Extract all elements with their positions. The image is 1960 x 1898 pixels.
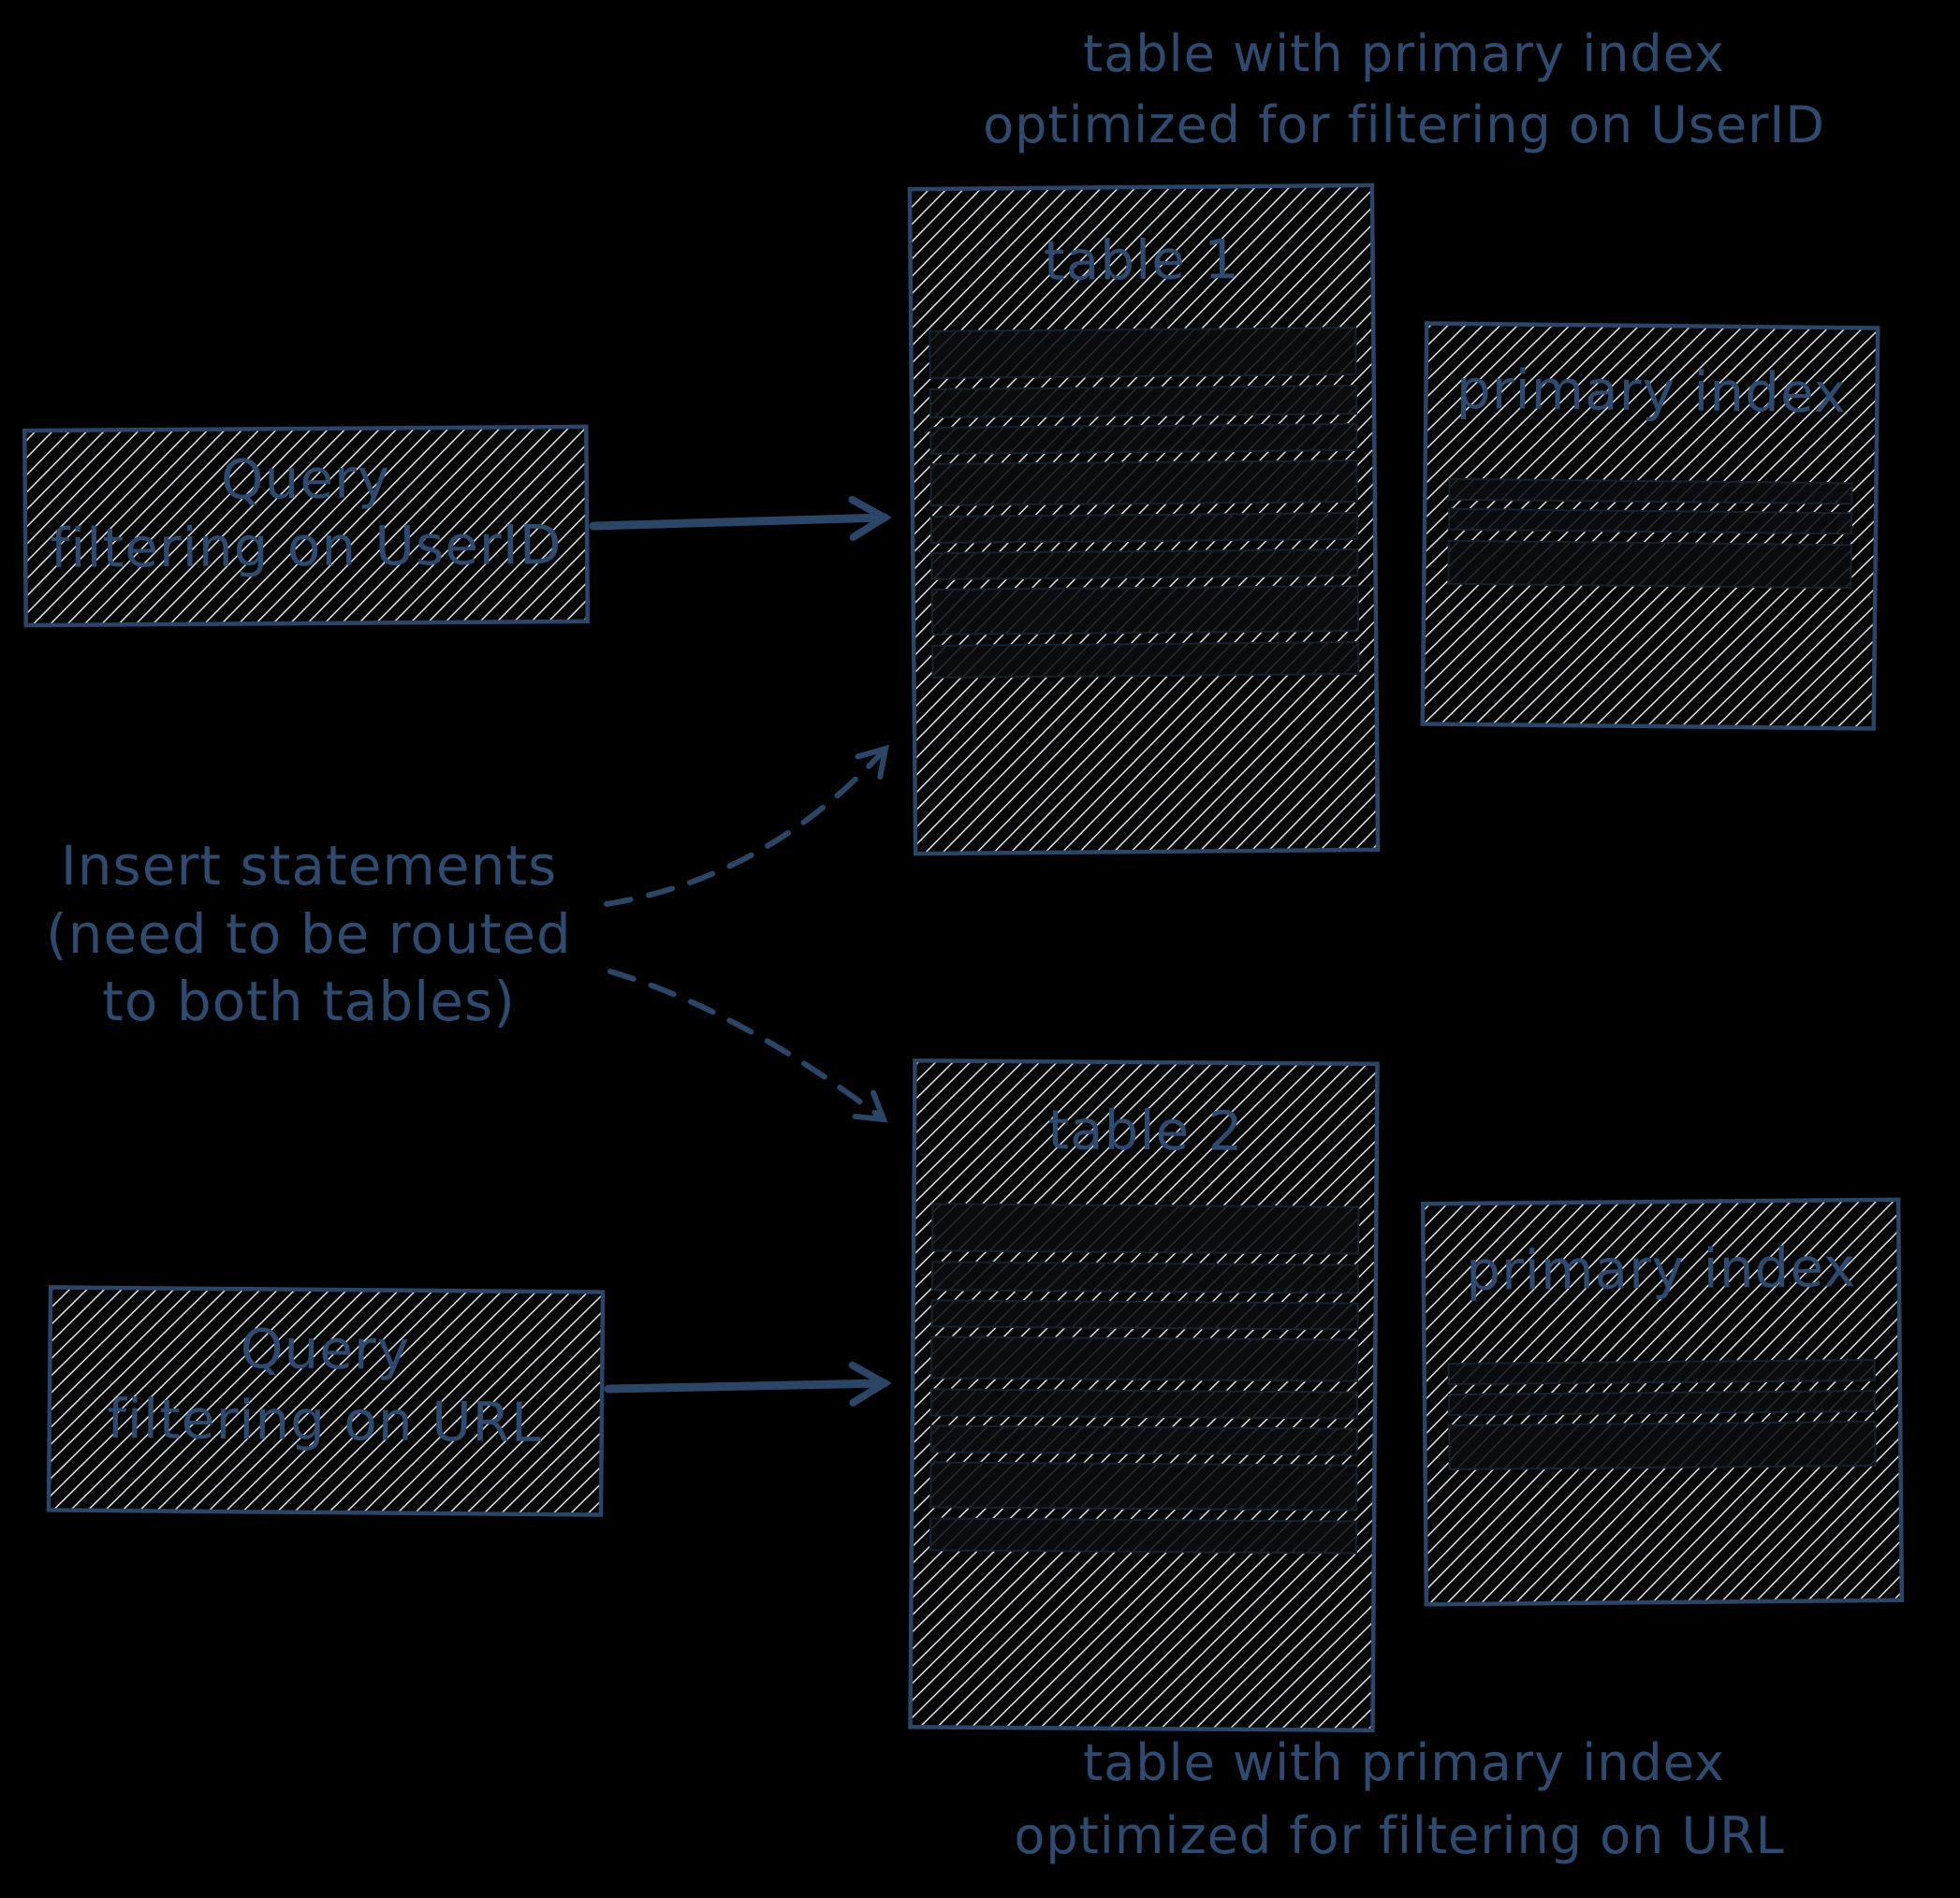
bottom-caption: table with primary index optimized for f…	[1014, 1733, 1784, 1865]
table2-title: table 2	[1047, 1098, 1244, 1162]
table1-node: table 1	[907, 182, 1381, 856]
insert-note-line2: (need to be routed	[46, 902, 572, 966]
table-row	[929, 1388, 1359, 1420]
query-userid-line2: filtering on UserID	[51, 513, 563, 580]
table-row	[929, 1424, 1358, 1456]
table-row	[930, 1336, 1359, 1382]
index-row	[1447, 1390, 1877, 1416]
top-caption: table with primary index optimized for f…	[983, 24, 1825, 154]
table-row	[929, 385, 1358, 418]
top-caption-line1: table with primary index	[1083, 24, 1725, 83]
index-row	[1447, 1359, 1876, 1385]
table-row	[929, 327, 1357, 379]
table-row	[929, 423, 1358, 455]
insert-note-line1: Insert statements	[61, 834, 558, 898]
insert-note-line3: to both tables)	[102, 970, 516, 1033]
table-row	[930, 1261, 1359, 1294]
table-row	[931, 1203, 1360, 1255]
query-url-arrow	[604, 1361, 892, 1407]
primary-index-2-node: primary index	[1420, 1197, 1905, 1607]
insert-arrow-table1	[604, 744, 889, 907]
primary-index-1-title: primary index	[1456, 358, 1848, 425]
table-row	[930, 548, 1359, 580]
table-row	[929, 1461, 1358, 1511]
bottom-caption-line1: table with primary index	[1083, 1733, 1725, 1792]
table-row	[929, 460, 1358, 506]
top-caption-line2: optimized for filtering on UserID	[983, 95, 1825, 154]
insert-note: Insert statements (need to be routed to …	[46, 834, 572, 1033]
table-row	[930, 584, 1360, 635]
table-row	[929, 1517, 1358, 1555]
query-userid-line1: Query	[221, 446, 391, 511]
index-row	[1447, 539, 1852, 590]
table-row	[931, 640, 1360, 679]
index-row	[1448, 1421, 1877, 1470]
query-url-box	[46, 1285, 606, 1517]
insert-arrow-table2	[607, 969, 888, 1123]
bottom-caption-line2: optimized for filtering on URL	[1014, 1806, 1784, 1865]
table2-node: table 2	[908, 1058, 1380, 1732]
query-url-line2: filtering on URL	[107, 1387, 542, 1454]
table-row	[930, 1299, 1359, 1331]
index-row	[1447, 507, 1853, 535]
query-url-node: Query filtering on URL	[46, 1285, 606, 1517]
query-userid-arrow	[589, 495, 892, 541]
primary-index-2-title: primary index	[1466, 1235, 1857, 1303]
table1-title: table 1	[1044, 227, 1240, 293]
query-url-line1: Query	[241, 1317, 411, 1382]
query-userid-node: Query filtering on UserID	[22, 424, 590, 628]
primary-index-1-node: primary index	[1420, 321, 1880, 731]
index-row	[1448, 477, 1853, 505]
query-userid-box	[22, 424, 590, 628]
table-row	[929, 512, 1359, 544]
